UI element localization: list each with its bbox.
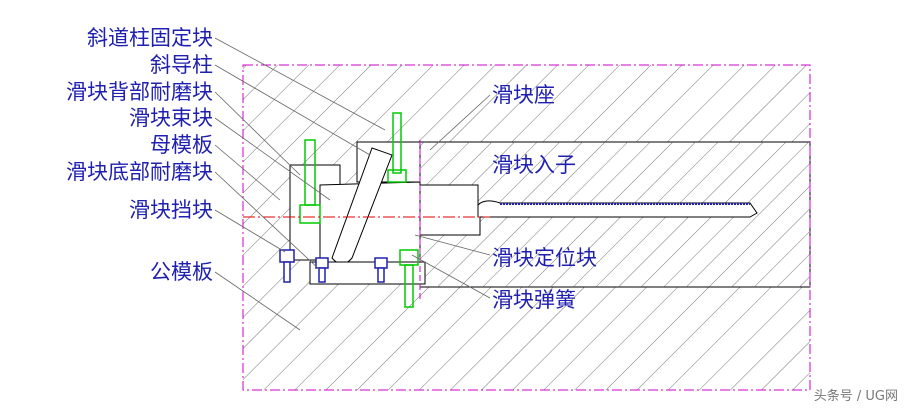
label-slider-stop: 滑块挡块 <box>129 198 213 222</box>
label-slide-insert: 滑块入子 <box>492 153 576 177</box>
label-slide-spring: 滑块弹簧 <box>492 288 576 312</box>
label-cavity-plate: 母模板 <box>150 133 213 157</box>
label-back-wear-plate: 滑块背部耐磨块 <box>66 80 213 104</box>
screws <box>279 249 388 283</box>
label-angle-pin: 斜导柱 <box>150 53 213 77</box>
label-bottom-wear-plate: 滑块底部耐磨块 <box>66 160 213 184</box>
label-angle-pin-retainer: 斜道柱固定块 <box>87 26 213 50</box>
leader-lines <box>214 37 491 331</box>
bolts <box>299 112 419 308</box>
watermark: 头条号 / UG网 <box>813 389 898 404</box>
label-slide-seat: 滑块座 <box>492 83 555 107</box>
label-positioning-block: 滑块定位块 <box>492 246 597 270</box>
label-core-plate: 公模板 <box>150 260 213 284</box>
label-heel-block: 滑块束块 <box>129 106 213 130</box>
boundary <box>242 64 811 391</box>
